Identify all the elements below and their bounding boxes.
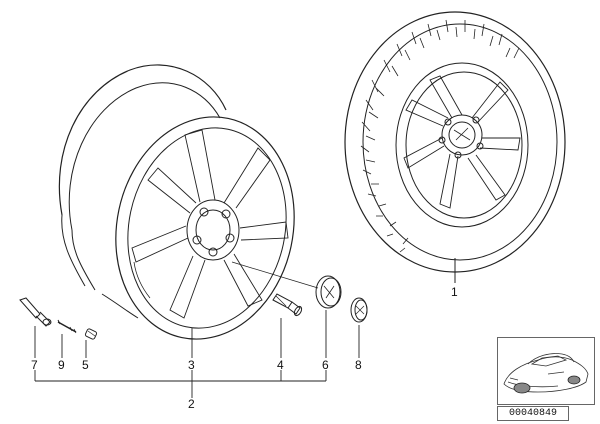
- callout-leaders: [34, 310, 360, 398]
- callout-4: 4: [277, 358, 284, 372]
- valve-cap: [84, 328, 98, 340]
- wheel-bolt: [272, 293, 303, 317]
- callout-2: 2: [188, 397, 195, 411]
- car-silhouette-icon: [503, 353, 589, 394]
- callout-8: 8: [355, 358, 362, 372]
- callout-3: 3: [188, 358, 195, 372]
- hub-cap: [315, 275, 342, 309]
- callout-9: 9: [58, 358, 65, 372]
- light-alloy-rim: [58, 64, 295, 340]
- vehicle-thumbnail: [497, 337, 595, 405]
- valve: [19, 297, 52, 327]
- complete-wheel-with-tyre: [344, 11, 566, 273]
- valve-insert: [57, 319, 77, 334]
- emblem: [350, 297, 368, 323]
- part-number-label: 00040849: [497, 406, 569, 421]
- callout-7: 7: [31, 358, 38, 372]
- callout-5: 5: [82, 358, 89, 372]
- callout-6: 6: [322, 358, 329, 372]
- callout-1: 1: [451, 285, 458, 299]
